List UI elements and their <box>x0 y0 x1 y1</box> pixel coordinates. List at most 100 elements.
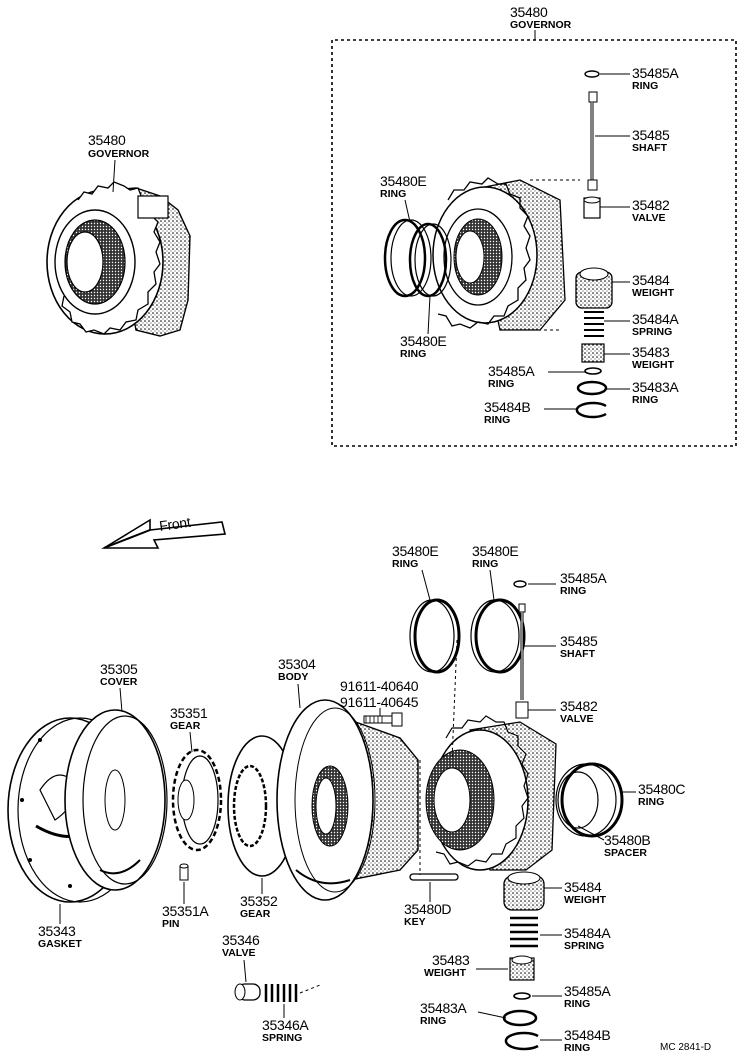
svg-text:VALVE: VALVE <box>222 947 255 959</box>
label-top-ring-35483a: 35483A RING <box>606 379 680 406</box>
label-top-ring-35485a: 35485A RING <box>600 65 680 92</box>
svg-text:RING: RING <box>392 558 418 570</box>
cover-illustration <box>64 709 168 891</box>
footer-code: MC 2841-D <box>660 1042 711 1053</box>
svg-text:35480B: 35480B <box>604 832 650 848</box>
label-bottom-spring-35346a: 35346A SPRING <box>262 1004 310 1044</box>
ring-35480c-spacer-illustration <box>555 762 624 838</box>
valve-spring-illustration <box>234 983 321 1002</box>
weight-spring-top-illustration <box>575 267 613 419</box>
svg-text:GEAR: GEAR <box>240 908 271 920</box>
svg-text:SPRING: SPRING <box>262 1032 302 1044</box>
label-bottom-valve-35346: 35346 VALVE <box>222 932 260 983</box>
svg-text:WEIGHT: WEIGHT <box>632 359 675 371</box>
svg-text:35343: 35343 <box>38 923 76 939</box>
shaft-bottom-illustration <box>513 580 529 719</box>
svg-text:35480E: 35480E <box>380 173 426 189</box>
svg-text:35484: 35484 <box>564 879 602 895</box>
label-top-valve-35482: 35482 VALVE <box>600 197 670 224</box>
svg-text:35480E: 35480E <box>472 543 518 559</box>
svg-text:35483: 35483 <box>632 344 670 360</box>
svg-text:35480: 35480 <box>88 132 126 148</box>
front-direction-arrow: Front <box>101 514 227 549</box>
body-illustration <box>276 699 419 901</box>
svg-text:35352: 35352 <box>240 893 278 909</box>
svg-text:RING: RING <box>564 998 590 1010</box>
svg-text:91611-40640: 91611-40640 <box>340 678 419 694</box>
label-bottom-body-35304: 35304 BODY <box>278 656 316 709</box>
svg-text:RING: RING <box>400 348 426 360</box>
svg-text:SPACER: SPACER <box>604 847 647 859</box>
svg-text:RING: RING <box>632 80 658 92</box>
label-top-ring-35480e-upper: 35480E RING <box>380 173 427 223</box>
svg-text:35346A: 35346A <box>262 1017 309 1033</box>
svg-text:35480: 35480 <box>510 4 548 20</box>
svg-text:GEAR: GEAR <box>170 720 201 732</box>
svg-text:RING: RING <box>472 558 498 570</box>
label-bottom-ring-35480e-b: 35480E RING <box>472 543 519 601</box>
svg-text:RING: RING <box>632 394 658 406</box>
svg-text:35483A: 35483A <box>420 1000 467 1016</box>
governor-body-bottom-illustration <box>425 715 557 871</box>
label-top-shaft-35485: 35485 SHAFT <box>595 127 670 154</box>
svg-text:35482: 35482 <box>632 197 670 213</box>
label-top-ring-35480e-lower: 35480E RING <box>400 295 447 360</box>
svg-text:35480C: 35480C <box>638 781 685 797</box>
label-bottom-gear-35351: 35351 GEAR <box>170 705 208 753</box>
svg-text:35305: 35305 <box>100 661 138 677</box>
svg-text:35485: 35485 <box>560 633 598 649</box>
governor-body-top-illustration <box>432 177 566 331</box>
svg-text:35480E: 35480E <box>392 543 438 559</box>
svg-text:RING: RING <box>484 414 510 426</box>
svg-text:35482: 35482 <box>560 698 598 714</box>
label-top-spring-35484a: 35484A SPRING <box>604 311 680 338</box>
label-bottom-gasket-35343: 35343 GASKET <box>38 904 82 950</box>
svg-text:RING: RING <box>488 378 514 390</box>
gear-35351-illustration <box>171 748 223 852</box>
svg-text:35484B: 35484B <box>564 1027 610 1043</box>
svg-text:35304: 35304 <box>278 656 316 672</box>
label-bottom-key-35480d: 35480D KEY <box>404 882 452 928</box>
svg-text:35483A: 35483A <box>632 379 679 395</box>
ring-35480e-bottom-illustration <box>409 598 526 875</box>
svg-text:35485A: 35485A <box>560 570 607 586</box>
svg-text:35484A: 35484A <box>564 925 611 941</box>
ring-35480e-top-illustration <box>383 218 452 298</box>
label-bottom-valve-35482: 35482 VALVE <box>528 698 598 725</box>
label-bottom-spacer-35480b: 35480B SPACER <box>577 825 651 859</box>
label-bottom-spring-35484a: 35484A SPRING <box>540 925 612 952</box>
svg-text:35484: 35484 <box>632 272 670 288</box>
pin-illustration <box>179 863 189 881</box>
svg-text:COVER: COVER <box>100 676 138 688</box>
label-bottom-bolts: 91611-40640 91611-40645 <box>340 678 419 716</box>
svg-text:35485A: 35485A <box>632 65 679 81</box>
label-bottom-ring-35485a: 35485A RING <box>528 570 608 597</box>
weight-spring-bottom-illustration <box>502 871 545 1051</box>
svg-text:SHAFT: SHAFT <box>632 142 668 154</box>
bolt-illustration <box>363 712 403 727</box>
label-bottom-weight-35484: 35484 WEIGHT <box>544 879 607 906</box>
svg-text:35484A: 35484A <box>632 311 679 327</box>
svg-text:KEY: KEY <box>404 916 426 928</box>
svg-text:35480D: 35480D <box>404 901 451 917</box>
label-bottom-ring-35480e-a: 35480E RING <box>392 543 439 601</box>
key-illustration <box>409 873 459 881</box>
svg-text:SHAFT: SHAFT <box>560 648 596 660</box>
label-assembled-governor: 35480 GOVERNOR <box>88 132 150 193</box>
label-bottom-ring-35480c: 35480C RING <box>622 781 686 808</box>
svg-text:35351: 35351 <box>170 705 208 721</box>
svg-text:35485: 35485 <box>632 127 670 143</box>
svg-text:35351A: 35351A <box>162 903 209 919</box>
governor-assembled-illustration <box>46 181 191 337</box>
svg-text:RING: RING <box>564 1042 590 1054</box>
svg-text:35484B: 35484B <box>484 399 530 415</box>
svg-text:WEIGHT: WEIGHT <box>564 894 607 906</box>
svg-text:91611-40645: 91611-40645 <box>340 694 419 710</box>
label-box-governor: 35480 GOVERNOR <box>510 4 572 31</box>
svg-text:GOVERNOR: GOVERNOR <box>510 19 572 31</box>
svg-text:WEIGHT: WEIGHT <box>632 287 675 299</box>
svg-text:RING: RING <box>420 1015 446 1027</box>
svg-text:SPRING: SPRING <box>632 326 672 338</box>
